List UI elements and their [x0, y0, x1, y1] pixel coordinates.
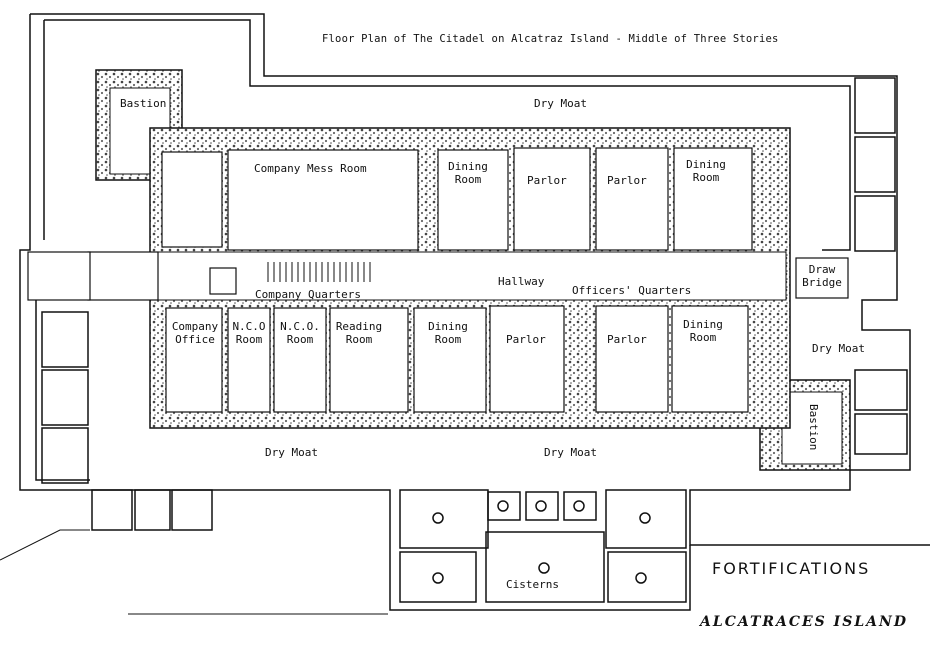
- dining-room-top-left-label: Dining Room: [448, 160, 488, 186]
- dry-moat-bottom-center-label: Dry Moat: [544, 446, 597, 459]
- mess-room-label: Company Mess Room: [254, 162, 367, 175]
- hallway-label: Hallway: [498, 275, 545, 288]
- parlor-top-1-label: Parlor: [527, 174, 567, 187]
- nco-room-1-label: N.C.O Room: [232, 320, 266, 346]
- draw-bridge-label: Draw Bridge: [802, 263, 842, 289]
- dining-room-top-right-label: Dining Room: [686, 158, 726, 184]
- parlor-top-2-label: Parlor: [607, 174, 647, 187]
- parlor-bottom-2-label: Parlor: [607, 333, 647, 346]
- reading-room-label: Reading Room: [335, 320, 383, 346]
- dry-moat-bottom-left-label: Dry Moat: [265, 446, 318, 459]
- company-quarters-label: Company Quarters: [255, 288, 361, 301]
- fortifications-label: FORTIFICATIONS: [712, 559, 871, 578]
- bastion-se-label: Bastion: [807, 404, 820, 451]
- officers-quarters-label: Officers' Quarters: [572, 284, 692, 297]
- inner-moat-boundary: [44, 19, 851, 251]
- nco-room-2-label: N.C.O. Room: [280, 320, 320, 346]
- bastion-nw-label: Bastion: [120, 97, 167, 110]
- outer-moat-boundary: [30, 13, 930, 546]
- island-label: ALCATRACES ISLAND: [700, 614, 908, 630]
- dining-room-bottom-right-label: Dining Room: [683, 318, 723, 344]
- page-title: Floor Plan of The Citadel on Alcatraz Is…: [322, 33, 779, 45]
- cisterns-label: Cisterns: [506, 578, 559, 591]
- dining-room-bottom-left-label: Dining Room: [428, 320, 468, 346]
- parlor-bottom-1-label: Parlor: [506, 333, 546, 346]
- dry-moat-top-label: Dry Moat: [534, 97, 587, 110]
- dry-moat-right-label: Dry Moat: [812, 342, 865, 355]
- company-office-label: Company Office: [171, 320, 219, 346]
